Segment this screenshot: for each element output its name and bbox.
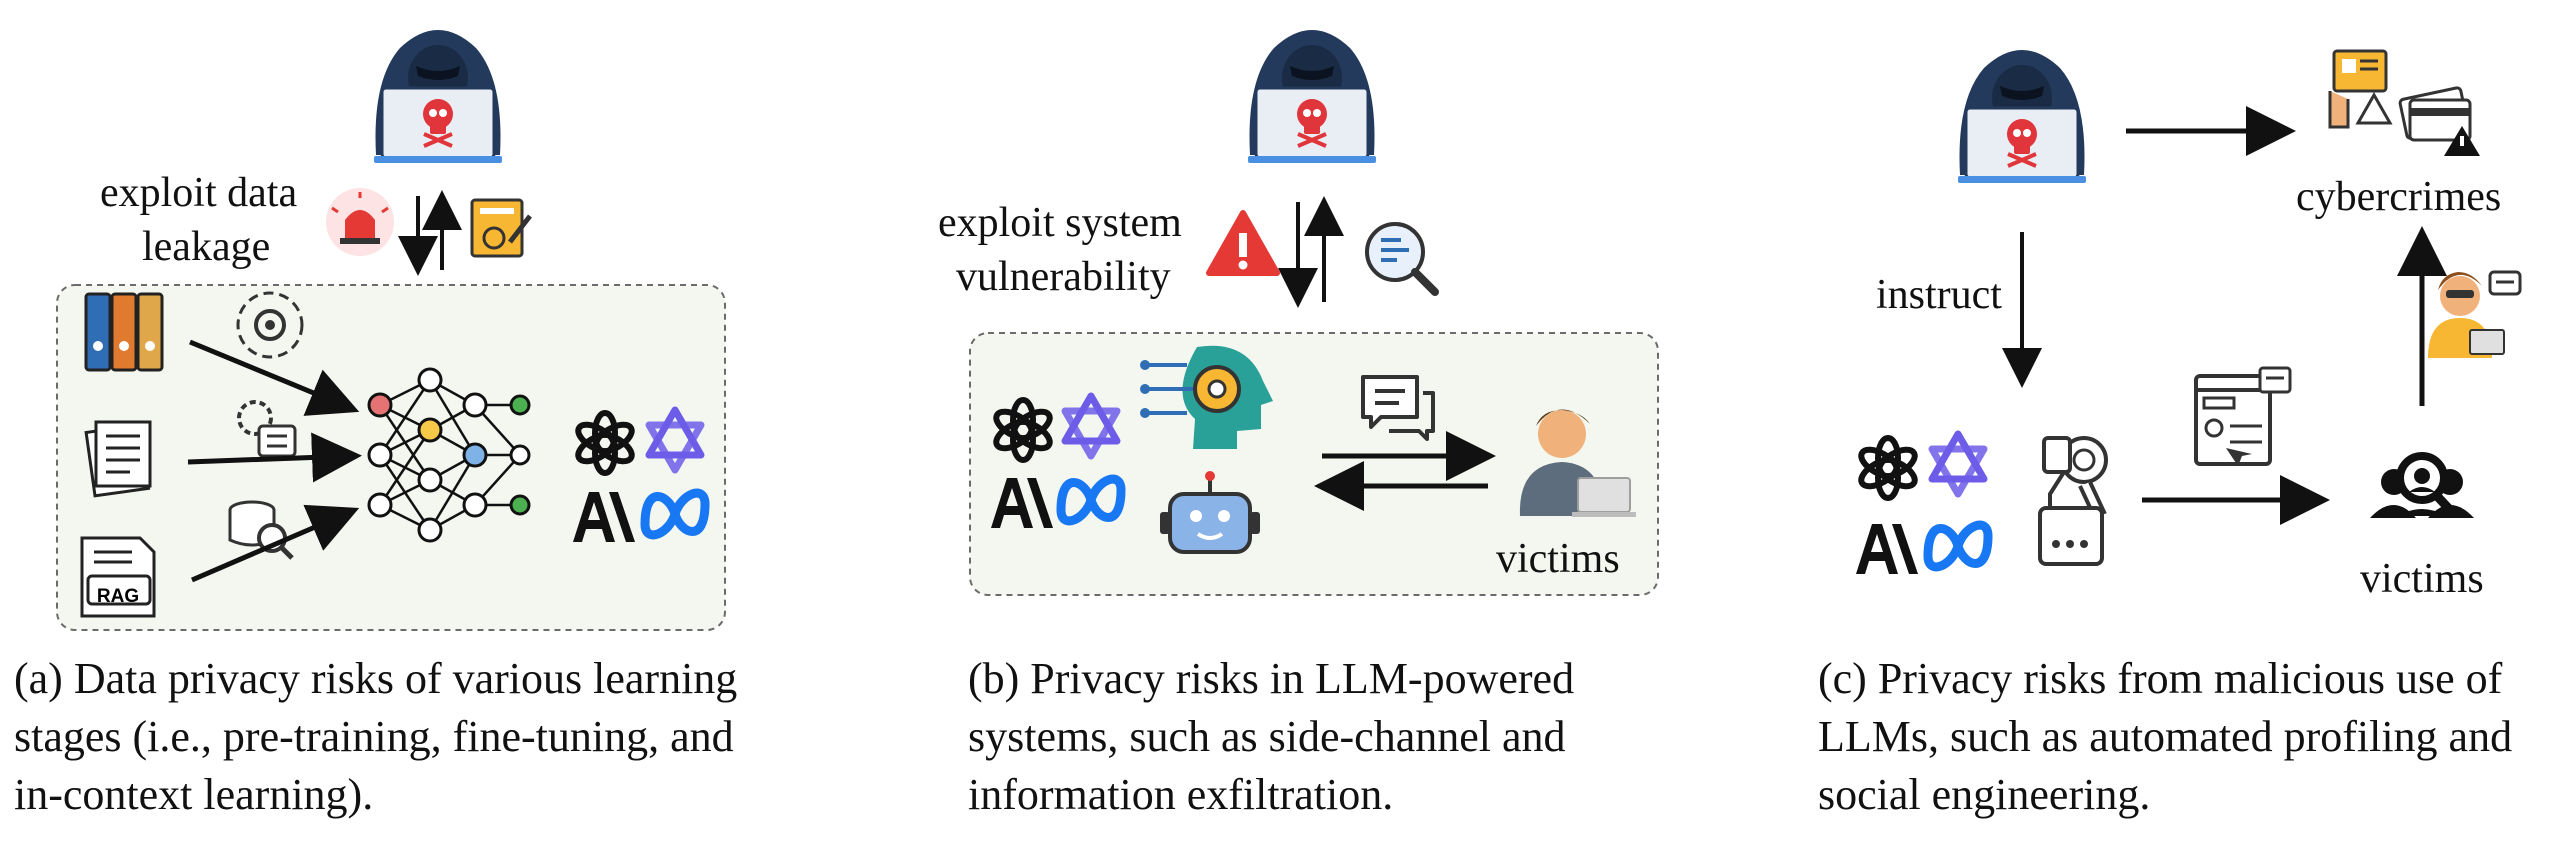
caption-a-line1: (a) Data privacy risks of various learni… <box>14 654 738 703</box>
id-card-warning-icon <box>2328 49 2393 129</box>
person-laptop-icon <box>1519 409 1636 517</box>
hacker-icon <box>1246 28 1378 165</box>
victims-label-b: victims <box>1496 536 1620 582</box>
binders-icon <box>84 292 164 372</box>
caption-c-line2: LLMs, such as automated profiling and <box>1818 712 2513 761</box>
code-search-icon <box>1365 222 1439 296</box>
victims-group-icon <box>2370 456 2474 518</box>
panel-a: RAG <box>56 28 726 631</box>
caption-b-line2: systems, such as side-channel and <box>968 712 1566 761</box>
caption-c-line1: (c) Privacy risks from malicious use of <box>1818 654 2503 703</box>
warning-icon <box>1206 210 1280 276</box>
database-search-icon <box>228 500 294 560</box>
caption-b-line3: information exfiltration. <box>968 770 1394 819</box>
meta-logo <box>1928 525 1988 567</box>
credit-card-warning-icon <box>2398 86 2480 156</box>
hacker-icon <box>1956 48 2088 185</box>
caption-c-line3: social engineering. <box>1818 770 2151 819</box>
chat-icon <box>1361 375 1435 441</box>
robot-icon <box>1160 471 1260 554</box>
cybercrimes-label: cybercrimes <box>2296 174 2502 220</box>
vulnerability-label: vulnerability <box>956 254 1171 300</box>
profile-form-icon <box>2194 366 2292 466</box>
neural-network-icon <box>367 367 531 543</box>
documents-icon <box>84 420 152 498</box>
exploit-system-label: exploit system <box>938 200 1182 246</box>
instruct-label: instruct <box>1876 272 2002 318</box>
exploit-data-label: exploit data <box>100 170 298 216</box>
panel-b <box>969 28 1659 596</box>
gemini-logo <box>1932 434 1984 494</box>
panel-c <box>1856 48 2522 574</box>
social-engineer-icon <box>2428 270 2522 358</box>
caption-b-line1: (b) Privacy risks in LLM-powered <box>968 654 1575 703</box>
caption-a-line3: in-context learning). <box>14 770 374 819</box>
victims-label-c: victims <box>2360 556 2484 602</box>
ai-head-icon <box>1140 345 1273 449</box>
gear-circle-icon <box>236 291 304 359</box>
certificate-icon <box>470 198 532 258</box>
settings-icon <box>237 400 297 458</box>
robot-arm-icon <box>2038 436 2108 566</box>
caption-a-line2: stages (i.e., pre-training, fine-tuning,… <box>14 712 734 761</box>
leakage-label: leakage <box>142 224 271 270</box>
hacker-icon <box>372 28 504 165</box>
anthropic-logo <box>1856 524 1918 574</box>
siren-icon <box>326 188 394 256</box>
openai-logo <box>1857 438 1919 498</box>
rag-label: RAG <box>97 586 139 607</box>
rag-document-icon <box>80 536 156 618</box>
